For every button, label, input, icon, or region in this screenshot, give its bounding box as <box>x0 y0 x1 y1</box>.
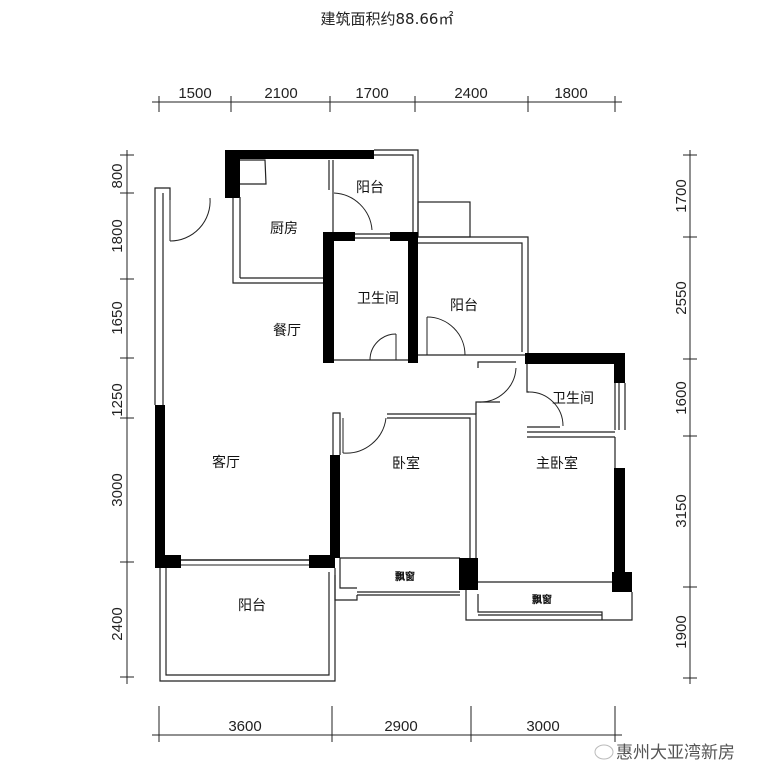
dim-left-5: 3000 <box>109 473 126 506</box>
room-bay-window-1: 飘窗 <box>395 570 415 583</box>
dim-right-4: 3150 <box>673 494 690 527</box>
dim-bottom-2: 2900 <box>384 718 417 735</box>
dim-top-3: 1700 <box>355 85 388 102</box>
room-bedroom: 卧室 <box>392 455 420 472</box>
bathroom-door-icon <box>369 333 397 361</box>
bedroom-door-icon <box>342 417 387 454</box>
balcony-door-icon <box>333 192 373 231</box>
wechat-logo-icon <box>594 744 614 760</box>
room-living: 客厅 <box>212 454 240 471</box>
balcony-mid-door-icon <box>426 316 466 356</box>
dim-bottom-1: 3600 <box>228 718 261 735</box>
dim-top-4: 2400 <box>454 85 487 102</box>
dim-top-1: 1500 <box>178 85 211 102</box>
dim-right-3: 1600 <box>673 381 690 414</box>
area-title: 建筑面积约88.66㎡ <box>321 10 454 28</box>
dimension-left <box>120 150 134 684</box>
watermark-text: 惠州大亚湾新房 <box>616 743 735 763</box>
dim-top-5: 1800 <box>554 85 587 102</box>
dim-left-6: 2400 <box>109 607 126 640</box>
room-master-bedroom: 主卧室 <box>536 455 578 472</box>
room-bathroom-2: 卫生间 <box>552 391 594 407</box>
entry-door-icon <box>169 197 211 242</box>
dim-right-1: 1700 <box>673 179 690 212</box>
watermark: 惠州大亚湾新房 <box>594 743 735 763</box>
dimension-bottom <box>152 706 622 742</box>
room-bathroom-1: 卫生间 <box>357 291 399 307</box>
walls <box>154 149 633 682</box>
room-balcony-bottom: 阳台 <box>238 598 266 614</box>
dim-right-2: 2550 <box>673 281 690 314</box>
bathroom2-door-icon <box>528 391 564 427</box>
room-kitchen: 厨房 <box>270 221 298 237</box>
door-swings <box>169 192 564 454</box>
dim-right-5: 1900 <box>673 615 690 648</box>
dimension-top <box>152 96 622 112</box>
dim-top-2: 2100 <box>264 85 297 102</box>
room-dining: 餐厅 <box>273 323 301 339</box>
corridor-door-icon <box>477 367 517 403</box>
dim-left-4: 1250 <box>109 383 126 416</box>
dimension-right <box>683 150 697 684</box>
room-bay-window-2: 飘窗 <box>532 593 552 606</box>
dim-left-1: 800 <box>109 163 126 188</box>
room-balcony-mid: 阳台 <box>450 298 478 314</box>
dim-left-3: 1650 <box>109 301 126 334</box>
dim-bottom-3: 3000 <box>526 718 559 735</box>
room-balcony-top: 阳台 <box>356 180 384 196</box>
dim-left-2: 1800 <box>109 219 126 252</box>
